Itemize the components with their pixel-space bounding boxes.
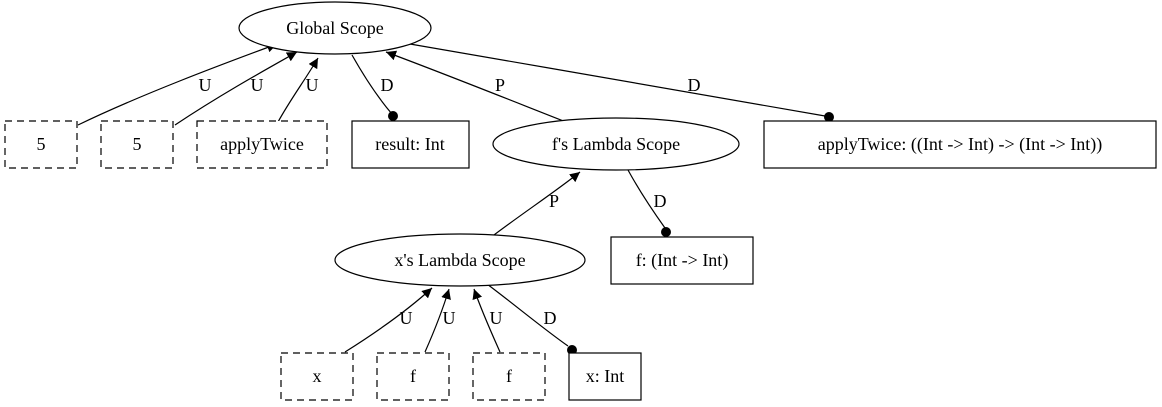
- node-use-f-b-label: f: [506, 366, 512, 386]
- node-global-scope-label: Global Scope: [286, 18, 383, 38]
- node-use-5b-label: 5: [133, 134, 142, 154]
- edge-decl-f-dot: [661, 227, 671, 237]
- edge-label-d-applytwice: D: [688, 75, 701, 95]
- edge-label-p-f-scope: P: [495, 75, 505, 95]
- edge-label-p-x-scope: P: [549, 191, 559, 211]
- edge-decl-f: [627, 169, 666, 229]
- node-decl-applytwice-label: applyTwice: ((Int -> Int) -> (Int -> Int…: [818, 134, 1103, 155]
- edge-label-u1: U: [199, 75, 212, 95]
- node-decl-result: result: Int: [351, 120, 470, 169]
- edge-label-d-x: D: [544, 308, 557, 328]
- node-use-f-a-label: f: [410, 366, 416, 386]
- node-use-applytwice: applyTwice: [196, 120, 328, 169]
- node-decl-applytwice: applyTwice: ((Int -> Int) -> (Int -> Int…: [763, 120, 1157, 169]
- edge-use-x: [344, 287, 433, 353]
- node-use-x-label: x: [313, 366, 322, 386]
- edge-use-5b-to-global: [174, 51, 298, 126]
- edge-label-d-result: D: [381, 75, 394, 95]
- node-use-f-a: f: [376, 352, 450, 401]
- edge-decl-result-dot: [388, 111, 398, 121]
- node-use-applytwice-label: applyTwice: [220, 134, 304, 154]
- node-use-f-b: f: [472, 352, 546, 401]
- edge-decl-x: [486, 283, 569, 347]
- edge-label-u-f-b: U: [490, 308, 503, 328]
- edge-use-f-a: [424, 288, 451, 353]
- edge-decl-applytwice: [409, 43, 826, 117]
- node-f-lambda-scope: f's Lambda Scope: [492, 117, 740, 171]
- node-decl-x: x: Int: [568, 352, 642, 401]
- edge-label-d-f: D: [654, 191, 667, 211]
- edge-label-u3: U: [306, 75, 319, 95]
- edge-label-u-x: U: [400, 308, 413, 328]
- edge-parent-f-scope: [385, 50, 567, 123]
- node-use-5a-label: 5: [37, 134, 46, 154]
- node-decl-f-label: f: (Int -> Int): [636, 250, 729, 271]
- node-use-5a: 5: [4, 120, 78, 169]
- node-x-lambda-scope-label: x's Lambda Scope: [394, 250, 525, 270]
- node-x-lambda-scope: x's Lambda Scope: [334, 233, 586, 287]
- edge-decl-applytwice-dot: [824, 112, 834, 122]
- edge-use-5a-to-global: [77, 42, 278, 126]
- node-decl-result-label: result: Int: [375, 134, 445, 154]
- edge-parent-x-scope: [489, 171, 581, 239]
- node-use-x: x: [280, 352, 354, 401]
- node-global-scope: Global Scope: [238, 1, 432, 55]
- edge-use-applytwice-to-global: [277, 57, 319, 123]
- edge-label-u2: U: [251, 75, 264, 95]
- edge-use-f-b: [472, 288, 501, 353]
- node-f-lambda-scope-label: f's Lambda Scope: [552, 134, 680, 154]
- node-use-5b: 5: [100, 120, 174, 169]
- edge-decl-result: [351, 54, 393, 115]
- node-decl-x-label: x: Int: [586, 366, 625, 386]
- node-decl-f: f: (Int -> Int): [610, 236, 754, 285]
- edge-label-u-f-a: U: [443, 308, 456, 328]
